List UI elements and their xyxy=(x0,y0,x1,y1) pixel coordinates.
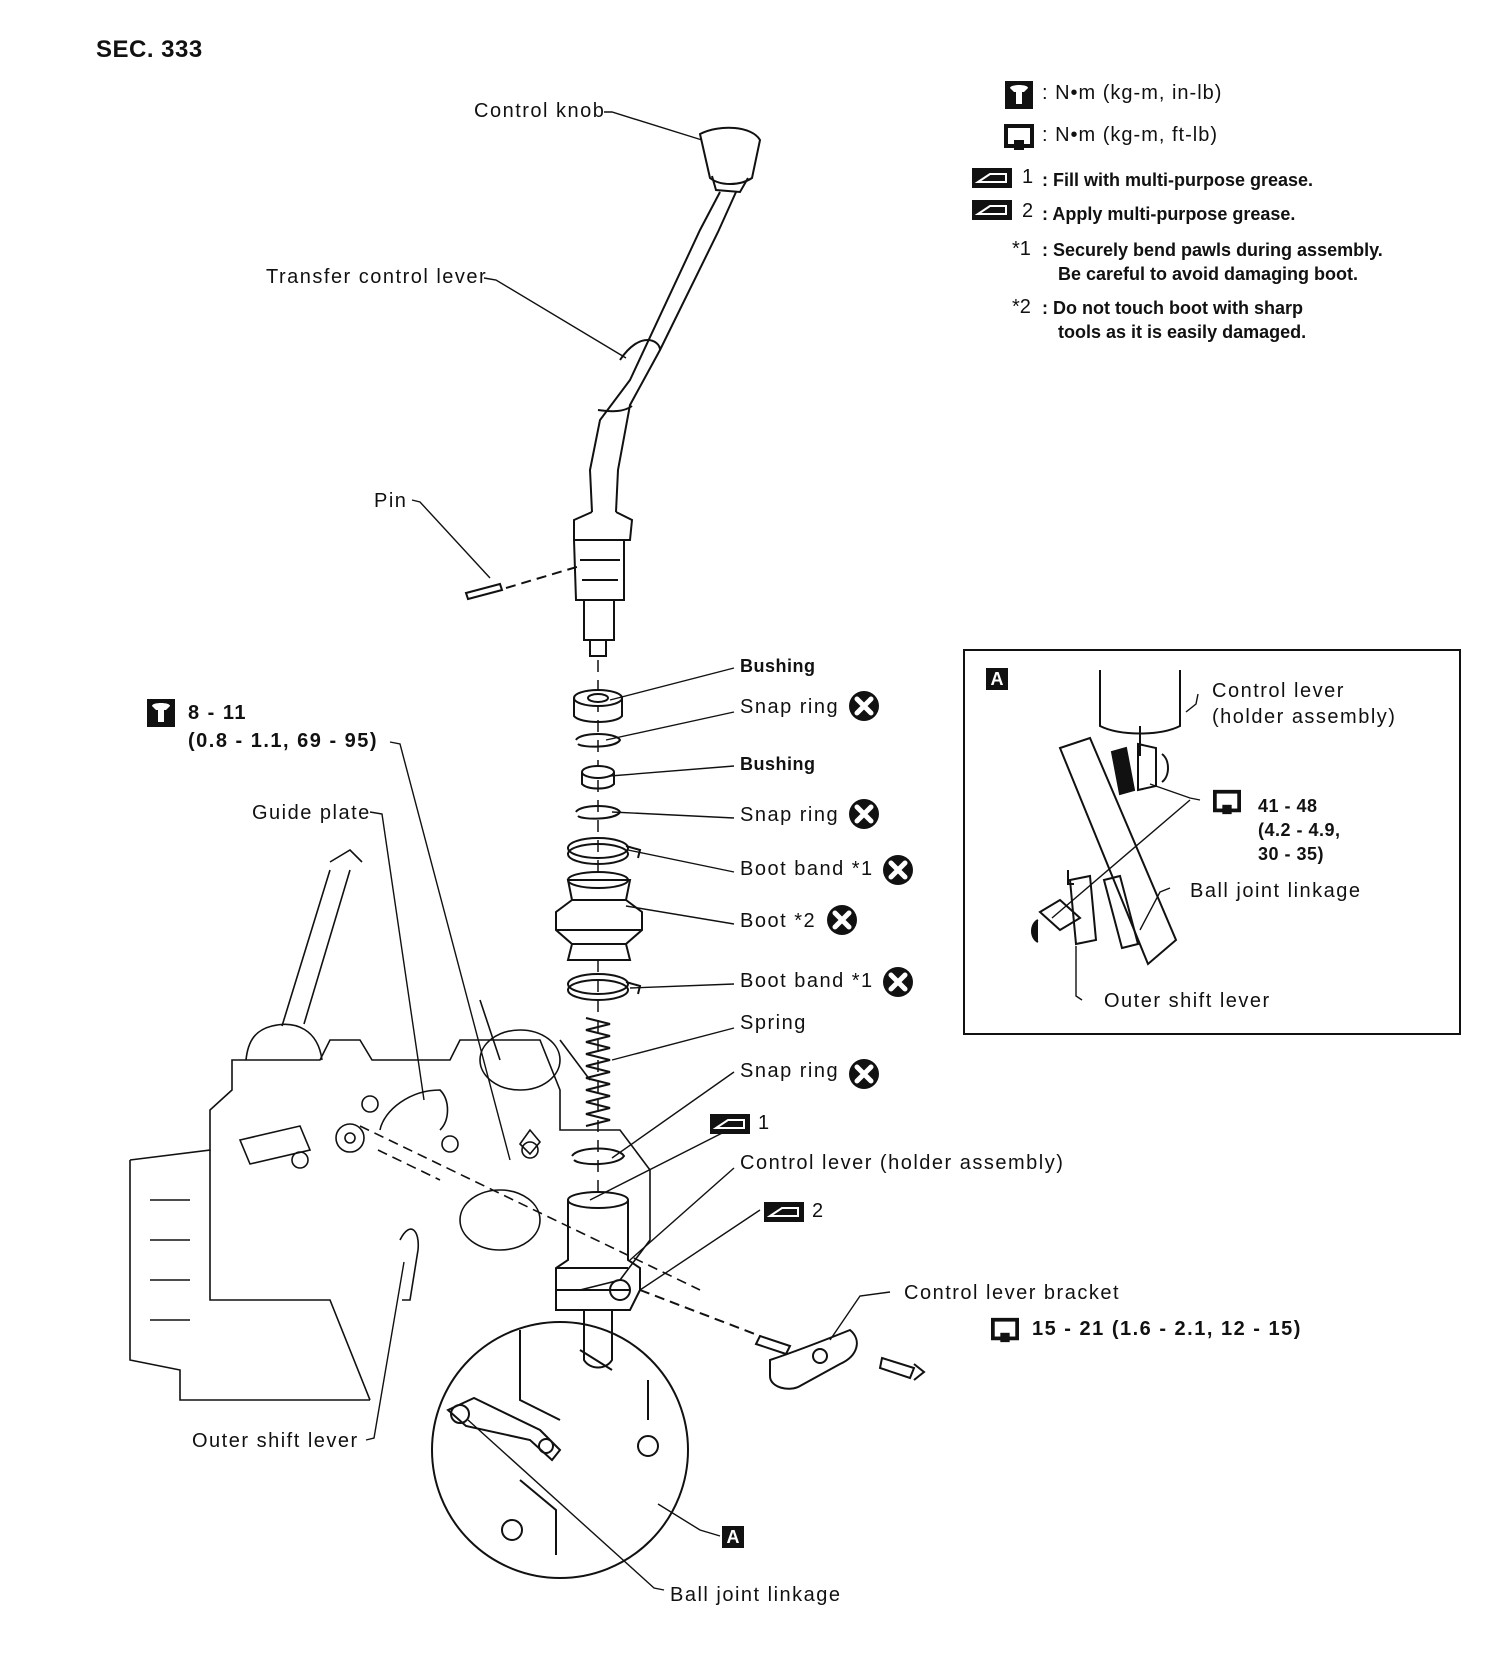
transfer-control-lever-part xyxy=(573,191,737,657)
label-outer-shift-lever: Outer shift lever xyxy=(192,1430,359,1452)
replace-icon xyxy=(883,855,913,885)
boot-band-part-2 xyxy=(567,973,642,1001)
replace-icon xyxy=(849,1059,879,1089)
inset-torque-a: 41 - 48 xyxy=(1258,796,1318,816)
legend-note1-mark: *1 xyxy=(1012,238,1031,260)
pin-part xyxy=(464,565,581,601)
legend-note2-line2: tools as it is easily damaged. xyxy=(1058,322,1307,342)
bushing-part xyxy=(573,689,623,723)
control-lever-holder-part xyxy=(555,1191,641,1369)
inset-label-ball-joint-linkage: Ball joint linkage xyxy=(1190,880,1362,902)
legend-grease1-text: : Fill with multi-purpose grease. xyxy=(1042,170,1314,190)
legend-note2-mark: *2 xyxy=(1012,296,1031,318)
replace-icon xyxy=(849,799,879,829)
torque-ftlb-icon-inset xyxy=(1213,789,1241,815)
label-control-knob: Control knob xyxy=(474,100,606,122)
detail-ref-tag: A xyxy=(722,1526,744,1548)
replace-icon xyxy=(883,967,913,997)
grease-icon xyxy=(972,168,1012,188)
label-boot: Boot *2 xyxy=(740,910,817,932)
legend-note2-line1: : Do not touch boot with sharp xyxy=(1042,298,1303,318)
label-guide-plate: Guide plate xyxy=(252,802,371,824)
label-ball-joint-linkage: Ball joint linkage xyxy=(670,1584,842,1606)
inset-tag: A xyxy=(986,668,1008,690)
legend-note1-line2: Be careful to avoid damaging boot. xyxy=(1058,264,1359,284)
label-snap-ring-1: Snap ring xyxy=(740,696,840,718)
legend-note1-line1: : Securely bend pawls during assembly. xyxy=(1042,240,1383,260)
control-knob-part xyxy=(698,126,762,194)
replace-icon xyxy=(827,905,857,935)
torque-ftlb-icon-bracket xyxy=(991,1317,1019,1343)
boot-band-part xyxy=(567,837,642,865)
label-boot-band-2: Boot band *1 xyxy=(740,970,874,992)
label-control-lever-holder: Control lever (holder assembly) xyxy=(740,1152,1065,1174)
grease-icon-3 xyxy=(710,1114,750,1134)
torque-inlb-icon-guide xyxy=(147,699,175,727)
label-torque-8-11-b: (0.8 - 1.1, 69 - 95) xyxy=(188,730,379,752)
inset-torque-c: 30 - 35) xyxy=(1258,844,1325,864)
legend-torque-inlb: : N•m (kg-m, in-lb) xyxy=(1042,82,1223,104)
leader-lines xyxy=(365,111,891,1591)
replace-icon xyxy=(849,691,879,721)
snap-ring-part xyxy=(575,733,622,748)
legend-grease1-num: 1 xyxy=(1022,166,1034,188)
inset-torque-b: (4.2 - 4.9, xyxy=(1258,820,1341,840)
label-pin: Pin xyxy=(374,490,408,512)
inset-label-control-lever-1: Control lever xyxy=(1212,680,1345,702)
label-bushing-2: Bushing xyxy=(740,754,816,774)
label-spring: Spring xyxy=(740,1012,807,1034)
label-torque-8-11-a: 8 - 11 xyxy=(188,702,248,724)
control-lever-bracket-part xyxy=(639,1289,926,1390)
torque-inlb-icon xyxy=(1005,81,1033,109)
grease-icon-4 xyxy=(764,1202,804,1222)
snap-ring-part-3 xyxy=(571,1147,626,1166)
label-grease-1: 1 xyxy=(758,1112,771,1134)
label-grease-2: 2 xyxy=(812,1200,825,1222)
label-boot-band-1: Boot band *1 xyxy=(740,858,874,880)
label-control-lever-bracket: Control lever bracket xyxy=(904,1282,1121,1304)
legend-grease2-text: : Apply multi-purpose grease. xyxy=(1042,204,1296,224)
detail-circle xyxy=(431,1321,689,1579)
inset-label-control-lever-2: (holder assembly) xyxy=(1212,706,1397,728)
legend-grease2-num: 2 xyxy=(1022,200,1034,222)
spring-part xyxy=(585,1017,611,1127)
label-bracket-torque: 15 - 21 (1.6 - 2.1, 12 - 15) xyxy=(1032,1318,1302,1340)
inset-box xyxy=(963,649,1461,1035)
grease-icon-2 xyxy=(972,200,1012,220)
label-snap-ring-2: Snap ring xyxy=(740,804,840,826)
legend-torque-ftlb: : N•m (kg-m, ft-lb) xyxy=(1042,124,1218,146)
label-bushing-1: Bushing xyxy=(740,656,816,676)
boot-part xyxy=(555,871,643,961)
label-snap-ring-3: Snap ring xyxy=(740,1060,840,1082)
bushing-part-2 xyxy=(581,765,615,790)
section-number: SEC. 333 xyxy=(96,36,203,63)
label-transfer-control-lever: Transfer control lever xyxy=(266,266,488,288)
torque-ftlb-icon xyxy=(1004,124,1034,150)
inset-label-outer-shift-lever: Outer shift lever xyxy=(1104,990,1271,1012)
